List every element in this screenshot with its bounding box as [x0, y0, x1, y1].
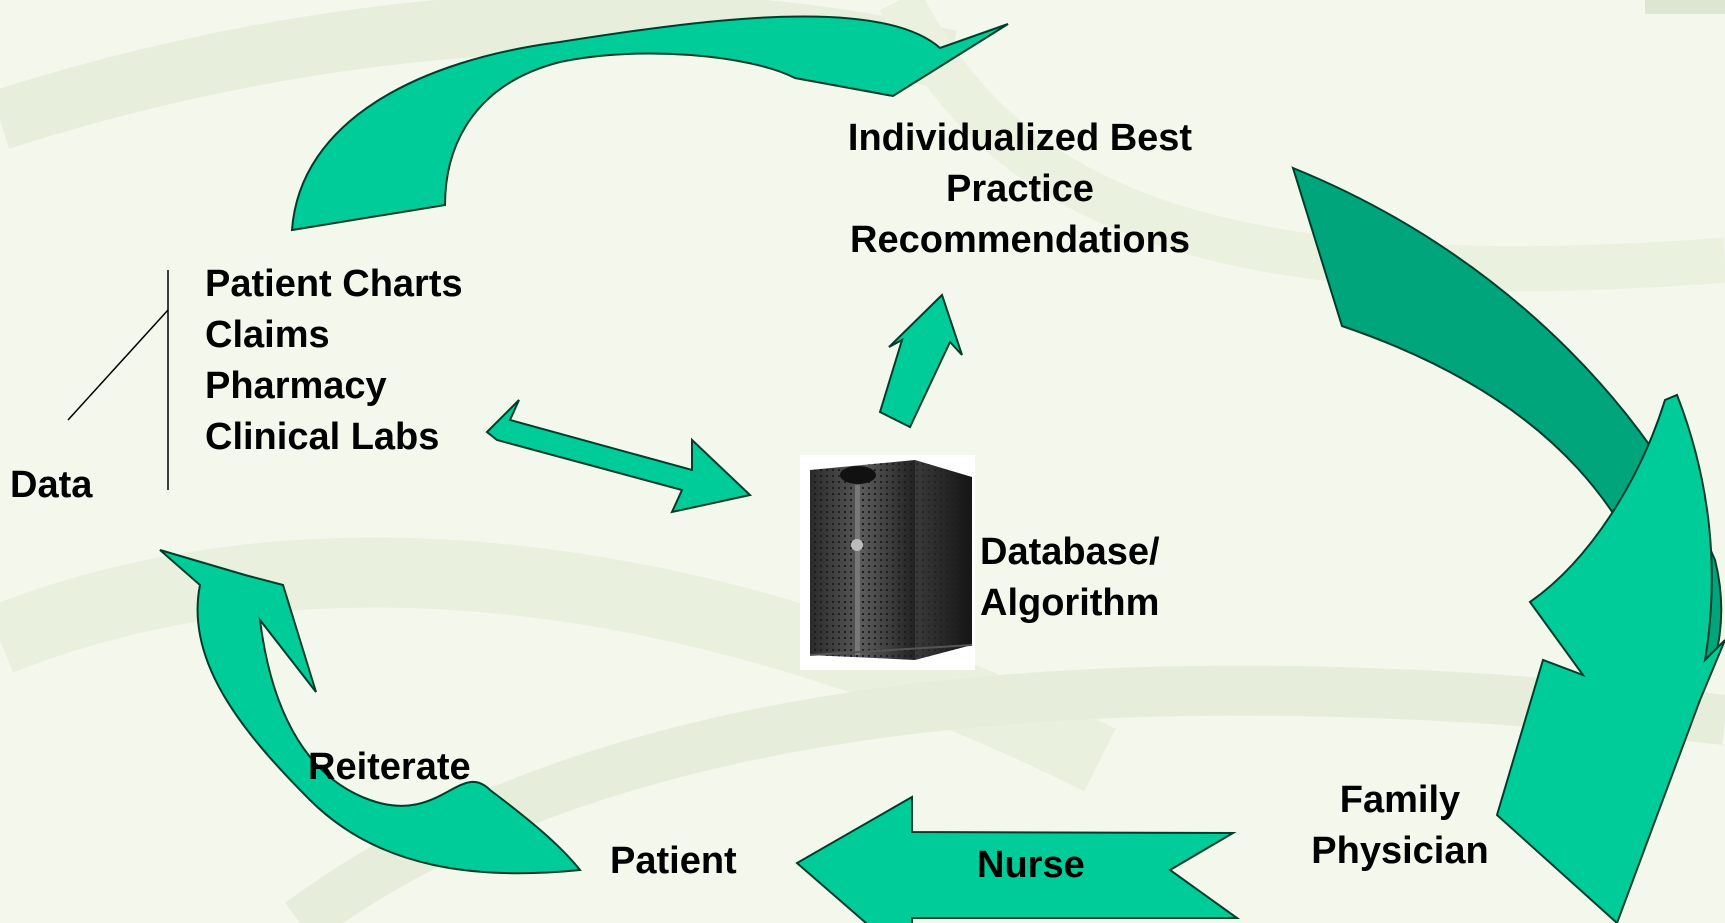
recommendations-line-1: Individualized Best [847, 117, 1193, 159]
database-line-2: Algorithm [980, 582, 1160, 624]
source-clinical-labs: Clinical Labs [205, 416, 440, 458]
data-sources-list: Patient Charts Claims Pharmacy Clinical … [205, 259, 463, 463]
reiterate-curved-arrow [159, 549, 582, 875]
reiterate-label: Reiterate [308, 746, 471, 788]
family-physician-line-1: Family [1339, 779, 1461, 821]
database-to-recommendations-arrow [878, 293, 963, 429]
patient-label: Patient [610, 840, 737, 882]
server-tower-icon [800, 455, 975, 670]
database-line-1: Database/ [980, 531, 1160, 573]
sources-to-database-arrow [485, 399, 753, 514]
nurse-arrow [795, 795, 1241, 923]
nurse-label: Nurse [977, 844, 1085, 886]
family-physician-line-2: Physician [1311, 830, 1489, 872]
recommendations-label: Individualized Best Practice Recommendat… [820, 113, 1220, 266]
right-curved-arrow-lower [1495, 393, 1725, 923]
database-label: Database/ Algorithm [980, 527, 1160, 629]
data-label: Data [10, 464, 93, 506]
right-curved-arrow [1291, 166, 1723, 697]
family-physician-label: Family Physician [1300, 775, 1500, 877]
data-bracket-diagonal [67, 309, 169, 421]
source-pharmacy: Pharmacy [205, 365, 387, 407]
recommendations-line-2: Practice [946, 168, 1094, 210]
source-claims: Claims [205, 314, 330, 356]
recommendations-line-3: Recommendations [850, 219, 1190, 261]
source-patient-charts: Patient Charts [205, 263, 463, 305]
top-curved-arrow [290, 15, 1009, 232]
